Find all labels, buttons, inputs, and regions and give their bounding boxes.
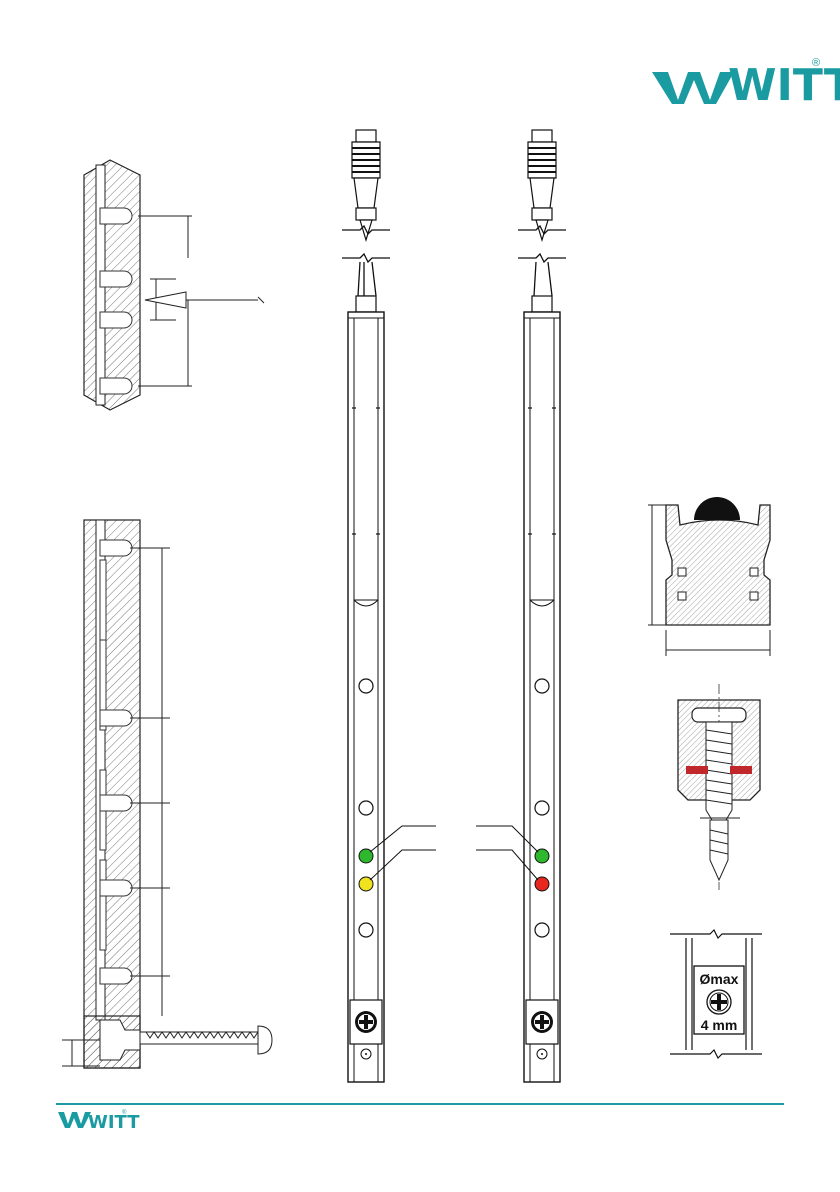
screw-profile-detail (678, 684, 760, 890)
screw-head-icon (531, 1011, 553, 1033)
led-leader-lines (370, 826, 538, 880)
max-diameter-value: 4 mm (701, 1017, 738, 1033)
sensor-strip-right (518, 130, 566, 1082)
brand-logo-text: WITT (728, 60, 840, 111)
sensor-strip-left (342, 130, 390, 1082)
phillips-screw-icon (707, 990, 731, 1014)
upper-section-view (84, 160, 264, 410)
max-diameter-label: Ømax (700, 971, 739, 987)
brand-footer-registered-mark: ® (122, 1109, 127, 1116)
brand-logo-footer: WITT ® (58, 1109, 140, 1133)
brand-logo-top: WITT ® (652, 57, 840, 111)
profile-cross-section (648, 497, 770, 656)
screw-head-icon (355, 1011, 377, 1033)
seal-left (686, 766, 708, 774)
seal-right (730, 766, 752, 774)
brand-logo-footer-text: WITT (88, 1112, 140, 1133)
brand-registered-mark: ® (812, 57, 820, 69)
lower-section-view (62, 520, 272, 1068)
max-diameter-detail: Ømax 4 mm (670, 930, 762, 1058)
